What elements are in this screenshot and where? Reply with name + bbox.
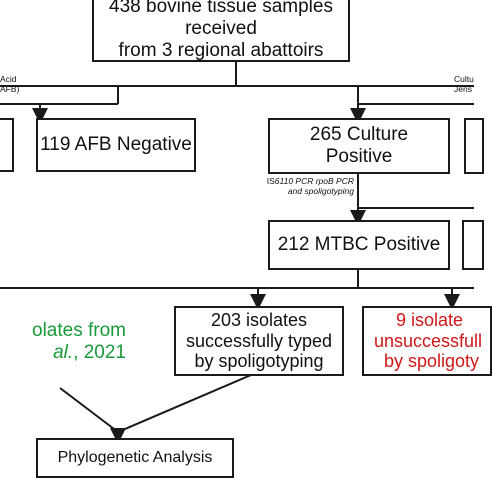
typed-isolates-line3: by spoligotyping: [194, 351, 324, 372]
culture-positive-line2: Positive: [325, 146, 393, 167]
flowchart-connectors: [0, 62, 474, 444]
connector-typed-converge: [117, 371, 259, 433]
prior-isolates-line1: olates from: [32, 320, 126, 342]
pcr-word: PCR: [293, 176, 316, 186]
culture-positive-line1: 265 Culture: [309, 124, 409, 146]
received-samples-line1: 438 bovine tissue samples received: [109, 0, 333, 40]
pcr-is6110: 6110: [274, 176, 294, 186]
prior-isolates-etal: al.: [53, 342, 74, 363]
typed-isolates-line1: 203 isolates: [210, 309, 308, 330]
prior-isolates-box: olates from al., 2021: [0, 306, 142, 378]
afb-negative-box: 119 AFB Negative: [36, 118, 196, 172]
pcr-is-prefix: IS: [266, 176, 275, 186]
pcr-method-label: IS6110 PCR rpoB PCR and spoligotyping: [256, 176, 354, 196]
pcr-rpob-pcr: B PCR: [328, 176, 354, 186]
typed-isolates-line2: successfully typed: [185, 330, 333, 351]
culture-positive-box: 265 Culture Positive: [268, 118, 450, 174]
pcr-rpo: rpo: [315, 176, 329, 186]
left-branch-label-line2: AFB): [0, 84, 20, 95]
culture-negative-box-partial: [464, 118, 484, 174]
prior-isolates-year: , 2021: [73, 342, 126, 363]
mtbc-negative-box-partial: [462, 220, 484, 270]
untyped-isolates-line3: by spoligoty: [384, 351, 480, 372]
untyped-isolates-box: 9 isolate unsuccessfull by spoligoty: [362, 306, 492, 376]
afb-positive-box-partial: [0, 118, 14, 172]
connector-prior-converge: [59, 387, 119, 433]
right-branch-label: Cultu Jens: [454, 74, 474, 94]
prior-isolates-line2: al., 2021: [53, 342, 140, 364]
phylogenetic-analysis-box: Phylogenetic Analysis: [36, 438, 234, 478]
mtbc-positive-box: 212 MTBC Positive: [268, 220, 450, 270]
phylogenetic-analysis-text: Phylogenetic Analysis: [57, 448, 213, 466]
left-branch-label: Acid AFB): [0, 74, 19, 94]
pcr-method-line1: IS6110 PCR rpoB PCR: [256, 176, 354, 186]
pcr-method-line2: and spoligotyping: [287, 186, 354, 197]
untyped-isolates-line1: 9 isolate: [396, 309, 464, 330]
right-branch-label-line1: Cultu: [454, 74, 474, 84]
received-samples-line2: from 3 regional abattoirs: [118, 39, 324, 61]
right-branch-label-line2: Jens: [454, 84, 472, 95]
received-samples-box: 438 bovine tissue samples received from …: [92, 0, 350, 62]
left-branch-label-line1: Acid: [0, 74, 17, 84]
mtbc-positive-text: 212 MTBC Positive: [277, 234, 441, 256]
afb-negative-text: 119 AFB Negative: [40, 134, 192, 156]
typed-isolates-box: 203 isolates successfully typed by spoli…: [174, 306, 344, 376]
untyped-isolates-line2: unsuccessfull: [374, 330, 483, 351]
